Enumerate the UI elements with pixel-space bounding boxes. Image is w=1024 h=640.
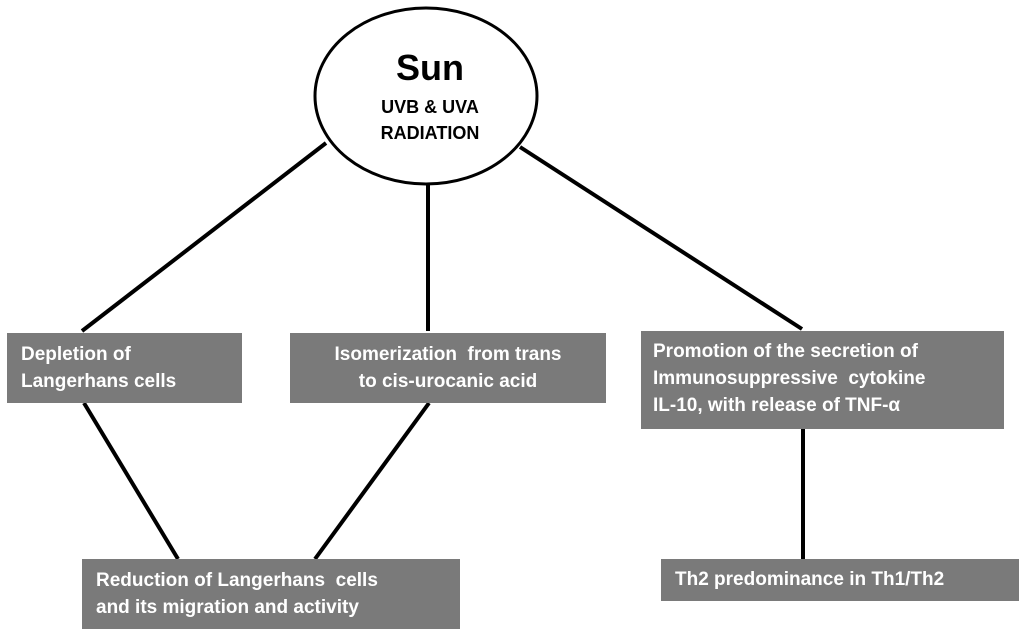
- promotion-line2: Immunosuppressive cytokine: [653, 368, 926, 389]
- reduction-line1: Reduction of Langerhans cells: [96, 570, 378, 591]
- promotion-box: Promotion of the secretion of Immunosupp…: [641, 331, 1004, 429]
- promotion-line3: IL-10, with release of TNF-α: [653, 395, 901, 416]
- th2-box: Th2 predominance in Th1/Th2: [661, 559, 1019, 601]
- reduction-line2: and its migration and activity: [96, 597, 359, 618]
- edge-isomerization-to-reduction: [313, 401, 431, 561]
- edge-sun-to-promotion: [518, 145, 804, 331]
- isomerization-line2: to cis-urocanic acid: [358, 371, 538, 392]
- depletion-line1: Depletion of: [21, 344, 131, 365]
- th2-line1: Th2 predominance in Th1/Th2: [675, 569, 945, 590]
- promotion-line1: Promotion of the secretion of: [653, 341, 918, 362]
- sun-subtitle-line2: RADIATION: [380, 123, 480, 143]
- edge-sun-to-depletion: [80, 141, 328, 333]
- isomerization-box: Isomerization from trans to cis-urocanic…: [290, 333, 606, 403]
- sun-subtitle-line1: UVB & UVA: [381, 97, 479, 117]
- sun-title: Sun: [396, 47, 464, 88]
- depletion-box: Depletion of Langerhans cells: [7, 333, 242, 403]
- edge-depletion-to-reduction: [82, 401, 180, 561]
- depletion-line2: Langerhans cells: [21, 371, 177, 392]
- reduction-box: Reduction of Langerhans cells and its mi…: [82, 559, 460, 629]
- isomerization-line1: Isomerization from trans: [334, 344, 562, 365]
